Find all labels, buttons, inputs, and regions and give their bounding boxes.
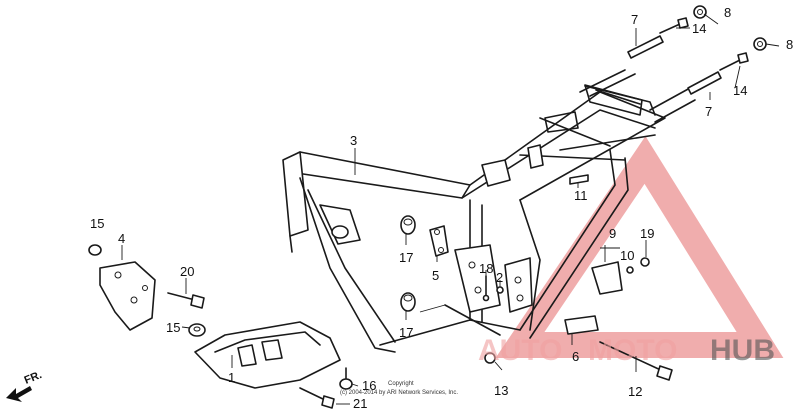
callout-7-lower: 7 <box>705 104 712 119</box>
main-frame <box>282 69 696 353</box>
bolt-12 <box>599 341 673 381</box>
pivot-13 <box>484 352 496 364</box>
callout-16: 16 <box>362 378 376 393</box>
bracket-4 <box>99 261 156 331</box>
callout-13: 13 <box>494 383 508 398</box>
callout-21: 21 <box>353 396 367 411</box>
callout-8-lower: 8 <box>786 37 793 52</box>
bushing-17-upper <box>400 215 416 235</box>
bushing-17-lower <box>400 292 416 312</box>
callout-20: 20 <box>180 264 194 279</box>
callout-14-lower: 14 <box>733 83 747 98</box>
callout-2: 2 <box>496 270 503 285</box>
arrow-left-icon <box>6 386 32 402</box>
watermark-moto: MOTO <box>588 334 677 367</box>
callout-18: 18 <box>479 261 493 276</box>
nut-10 <box>626 266 634 274</box>
callout-5: 5 <box>432 268 439 283</box>
leader-lines <box>121 13 780 405</box>
watermark-logo <box>495 136 784 358</box>
callout-12: 12 <box>628 384 642 399</box>
cap-8-upper <box>693 5 707 19</box>
copyright-line-2: (c) 2004-2014 by ARI Network Services, I… <box>340 390 458 396</box>
skid-plate-1 <box>194 321 341 389</box>
nut-15-upper <box>88 244 102 256</box>
front-label: FR. <box>23 369 44 387</box>
bracket-9 <box>591 261 623 295</box>
bolt-21 <box>299 387 335 409</box>
callout-10: 10 <box>620 248 634 263</box>
callout-1: 1 <box>228 370 235 385</box>
callout-14-upper: 14 <box>692 21 706 36</box>
callout-3: 3 <box>350 133 357 148</box>
front-direction-indicator: FR. <box>6 369 44 402</box>
washer-2 <box>496 286 504 294</box>
spacer-16 <box>339 367 353 390</box>
collar-7-lower <box>687 71 722 95</box>
callout-15-upper: 15 <box>90 216 104 231</box>
callout-17-lower: 17 <box>399 325 413 340</box>
callout-4: 4 <box>118 231 125 246</box>
link-5 <box>429 225 449 257</box>
callout-numbers: 8 7 14 8 7 14 3 11 15 4 20 17 5 18 2 9 1… <box>90 5 793 411</box>
nut-15-lower <box>188 323 206 337</box>
callout-19: 19 <box>640 226 654 241</box>
copyright-line-1: Copyright <box>388 381 414 387</box>
bolt-14-lower <box>719 52 749 71</box>
watermark-brand-text: AUTO MOTO HUB <box>478 334 775 367</box>
watermark-hub: HUB <box>710 334 775 367</box>
bolt-14-upper <box>659 17 689 34</box>
callout-8-upper: 8 <box>724 5 731 20</box>
callout-9: 9 <box>609 226 616 241</box>
callout-7-upper: 7 <box>631 12 638 27</box>
bolt-19 <box>640 257 650 267</box>
bolt-18 <box>482 275 490 302</box>
collar-7-upper <box>627 35 664 59</box>
plate-11 <box>569 174 589 185</box>
callout-17-upper: 17 <box>399 250 413 265</box>
cap-8-lower <box>753 37 767 51</box>
bolt-20 <box>167 292 205 309</box>
callout-15-lower: 15 <box>166 320 180 335</box>
collar-6 <box>564 315 599 335</box>
callout-6: 6 <box>572 349 579 364</box>
callout-11: 11 <box>574 188 588 203</box>
watermark-auto: AUTO <box>478 334 562 367</box>
